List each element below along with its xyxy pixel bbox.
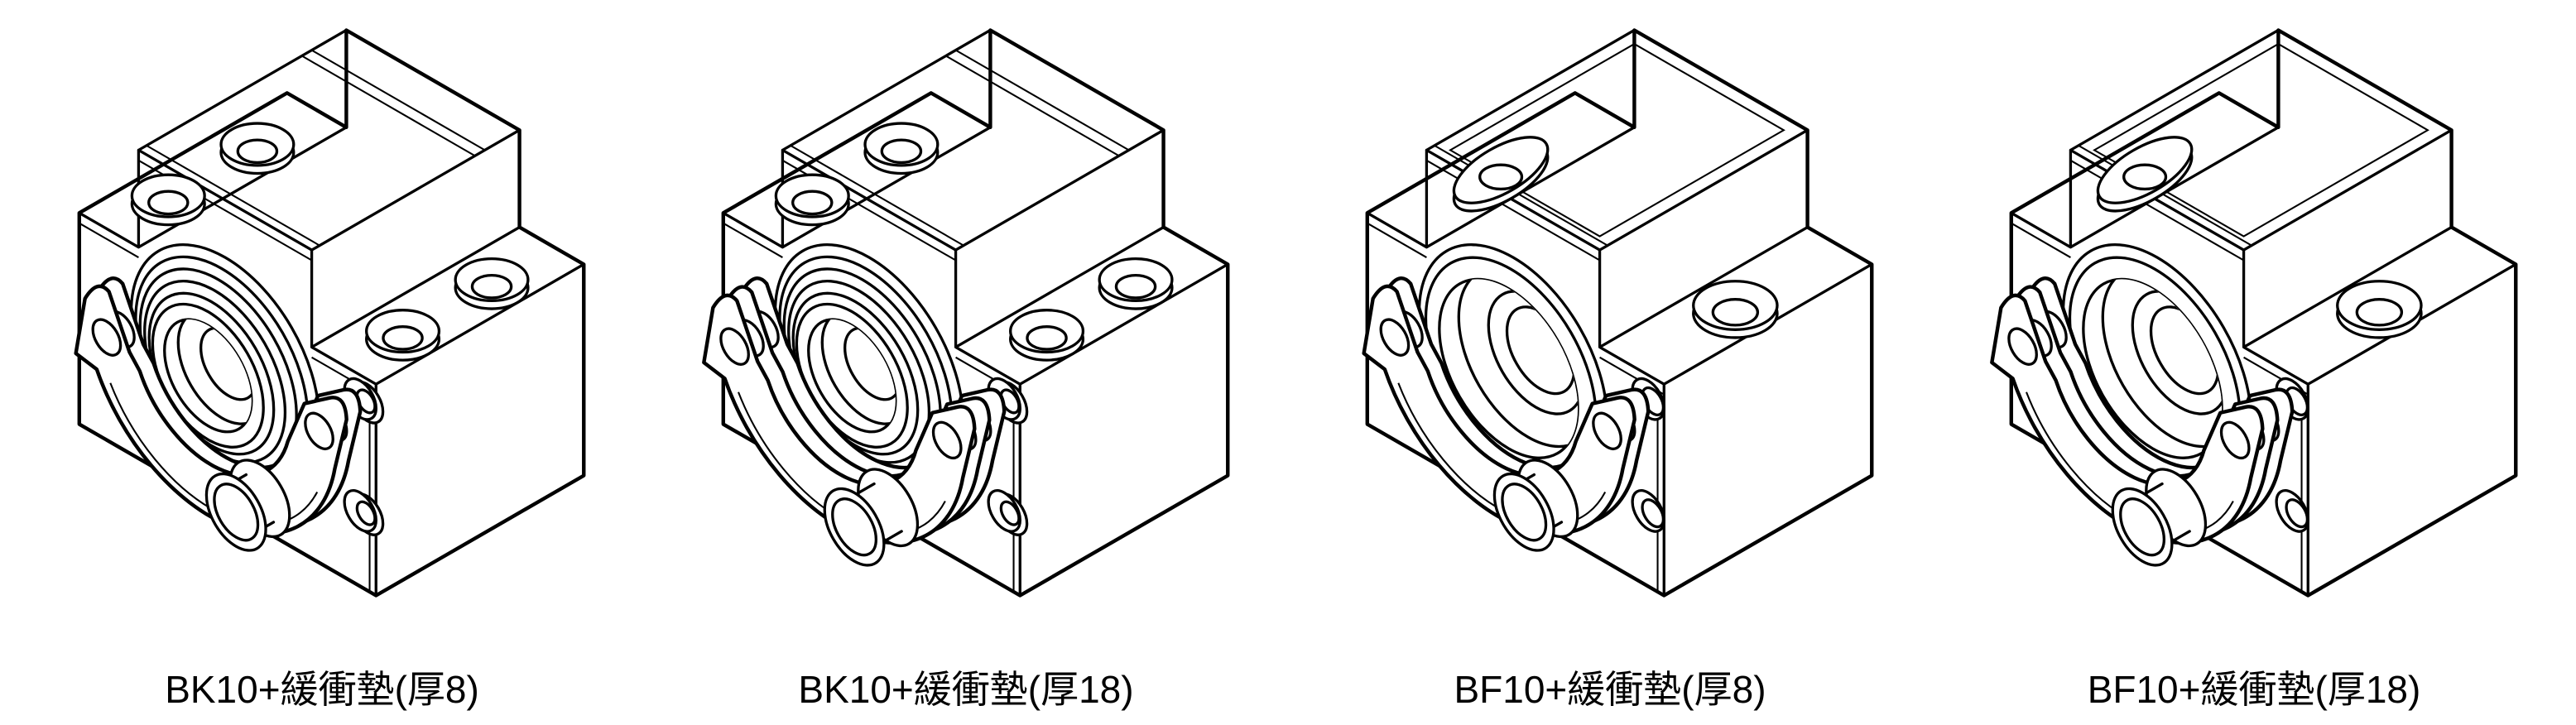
figure-bf10-pad8: BF10+緩衝墊(厚8) [1288,0,1932,725]
bf10-pad18-isometric-drawing [1952,2,2556,624]
bk10-pad18-isometric-drawing [664,2,1268,624]
bf10-pad8-isometric-drawing [1308,2,1912,624]
caption-bf10-pad18: BF10+緩衝墊(厚18) [2087,668,2421,711]
figure-bk10-pad18: BK10+緩衝墊(厚18) [644,0,1288,725]
caption-bf10-pad8: BF10+緩衝墊(厚8) [1454,668,1766,711]
figure-bk10-pad8: BK10+緩衝墊(厚8) [0,0,644,725]
figure-bf10-pad18: BF10+緩衝墊(厚18) [1932,0,2576,725]
caption-bk10-pad8: BK10+緩衝墊(厚8) [165,668,479,711]
caption-bk10-pad18: BK10+緩衝墊(厚18) [798,668,1134,711]
bk10-pad8-isometric-drawing [20,2,624,624]
